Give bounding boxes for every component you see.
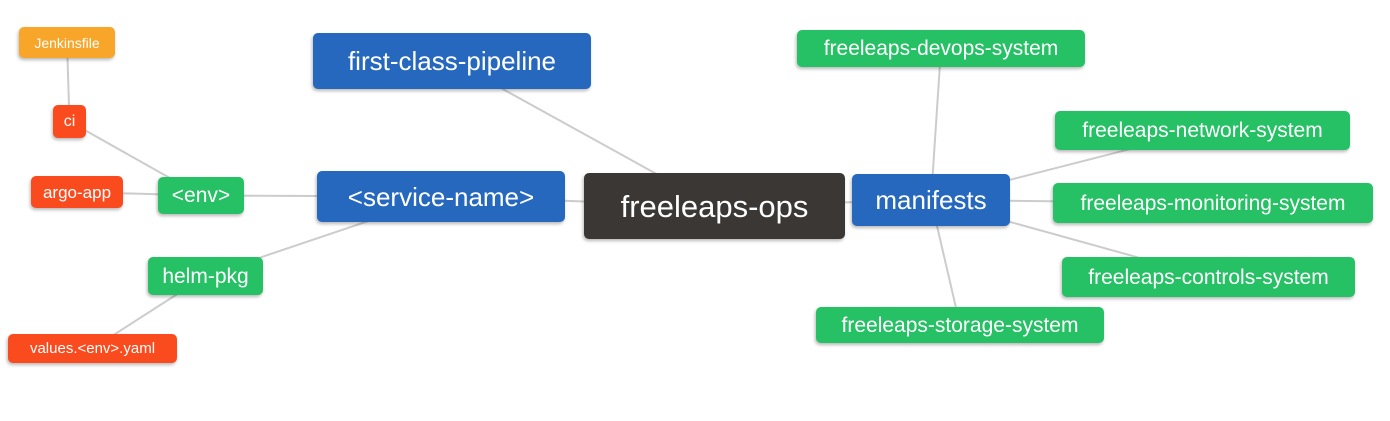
node-env[interactable]: <env> — [158, 177, 244, 214]
node-freeleaps-devops-system[interactable]: freeleaps-devops-system — [797, 30, 1085, 67]
node-manifests[interactable]: manifests — [852, 174, 1010, 226]
node-ci[interactable]: ci — [53, 105, 86, 138]
node-values-env-yaml[interactable]: values.<env>.yaml — [8, 334, 177, 363]
node-freeleaps-network-system[interactable]: freeleaps-network-system — [1055, 111, 1350, 150]
node-jenkinsfile[interactable]: Jenkinsfile — [19, 27, 115, 58]
node-helm-pkg[interactable]: helm-pkg — [148, 257, 263, 295]
node-freeleaps-ops[interactable]: freeleaps-ops — [584, 173, 845, 239]
node-freeleaps-monitoring-system[interactable]: freeleaps-monitoring-system — [1053, 183, 1373, 223]
node-first-class-pipeline[interactable]: first-class-pipeline — [313, 33, 591, 89]
node-argo-app[interactable]: argo-app — [31, 176, 123, 208]
node-freeleaps-controls-system[interactable]: freeleaps-controls-system — [1062, 257, 1355, 297]
node-freeleaps-storage-system[interactable]: freeleaps-storage-system — [816, 307, 1104, 343]
node-service-name[interactable]: <service-name> — [317, 171, 565, 222]
